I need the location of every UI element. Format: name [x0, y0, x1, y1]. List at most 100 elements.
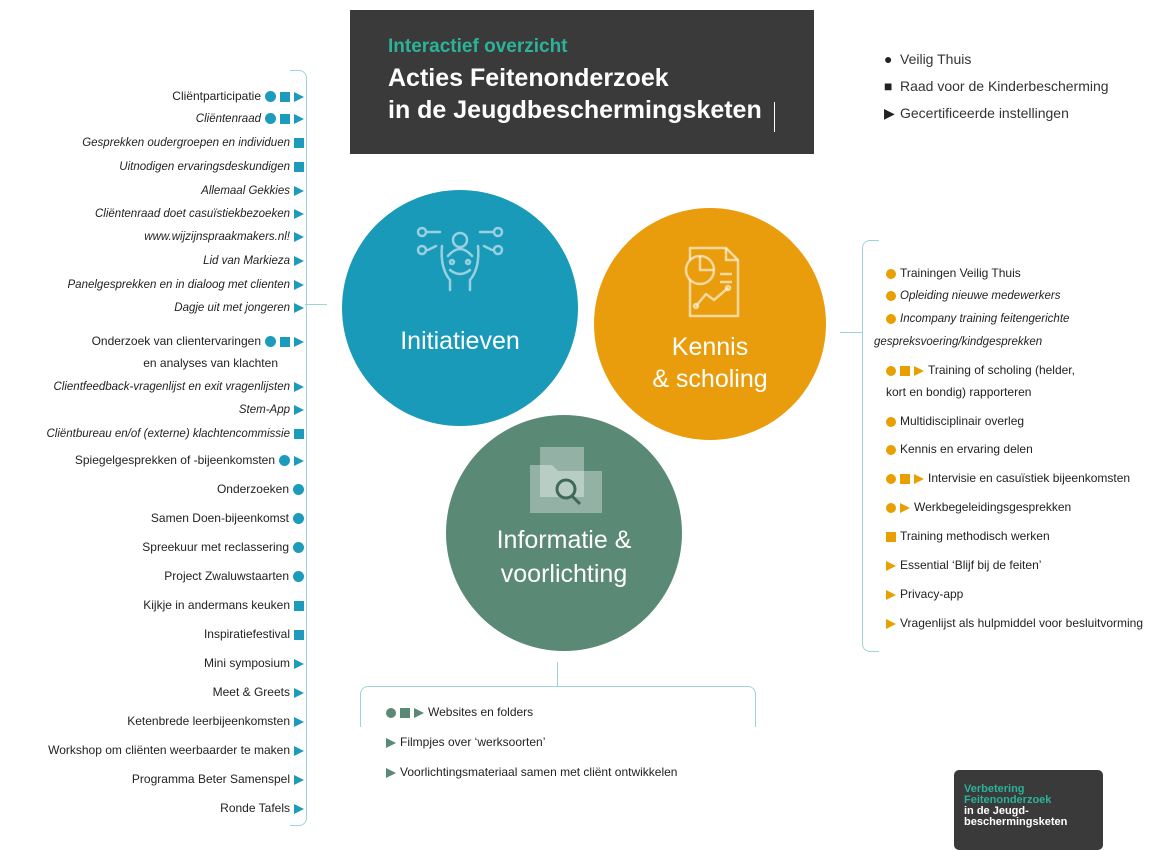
triangle-icon: [914, 365, 924, 376]
circle-icon: [886, 268, 896, 279]
kennis-item: Werkbegeleidingsgesprekken: [886, 500, 1071, 514]
circle-icon: [386, 707, 396, 718]
kennis-item: Multidisciplinair overleg: [886, 414, 1024, 428]
kennis-item: Training of scholing (helder,: [886, 363, 1075, 377]
item-label: Essential ‘Blijf bij de feiten’: [900, 558, 1042, 572]
kennis-item: gespreksvoering/kindgesprekken: [874, 336, 1042, 348]
triangle-icon: [294, 185, 304, 196]
item-label: Spreekuur met reclassering: [142, 540, 289, 554]
square-icon: [294, 137, 304, 148]
triangle-icon: [886, 589, 896, 600]
square-icon: [900, 473, 910, 484]
triangle-icon: [414, 707, 424, 718]
initiatieven-circle[interactable]: Initiatieven: [342, 190, 578, 426]
square-icon: [280, 113, 290, 124]
triangle-icon: [914, 473, 924, 484]
kennis-item: Essential ‘Blijf bij de feiten’: [886, 558, 1041, 572]
triangle-icon: [294, 455, 304, 466]
item-label: Onderzoeken: [216, 482, 289, 496]
item-label: Dagje uit met jongeren: [174, 302, 290, 314]
item-label: Gesprekken oudergroepen en individuen: [82, 137, 290, 149]
item-label: Ronde Tafels: [220, 801, 290, 815]
title-line-2: in de Jeugdbeschermingsketen: [388, 96, 762, 124]
square-icon: [400, 707, 410, 718]
triangle-icon: [886, 560, 896, 571]
item-label: Workshop om cliënten weerbaarder te make…: [48, 743, 290, 757]
initiatieven-item: Clientfeedback-vragenlijst en exit vrage…: [53, 381, 304, 393]
circle-icon: [886, 473, 896, 484]
triangle-icon: [294, 381, 304, 392]
initiatieven-item: Dagje uit met jongeren: [174, 302, 304, 314]
initiatieven-item: Mini symposium: [204, 656, 304, 670]
square-icon: [886, 531, 896, 542]
item-label: Training of scholing (helder,: [928, 363, 1075, 377]
initiatieven-item: Cliëntenraad doet casuïstiekbezoeken: [95, 208, 304, 220]
triangle-icon: [294, 774, 304, 785]
item-label: Spiegelgesprekken of -bijeenkomsten: [74, 453, 275, 467]
initiatieven-item: www.wijzijnspraakmakers.nl!: [144, 231, 304, 243]
circle-icon: [265, 113, 276, 125]
kennis-item: Vragenlijst als hulpmiddel voor besluitv…: [886, 616, 1143, 630]
legend-circle-icon: ●: [884, 51, 893, 67]
legend-item: ▶Gecertificeerde instellingen: [884, 105, 1069, 122]
item-label: Clientfeedback-vragenlijst en exit vrage…: [53, 381, 290, 393]
circle-icon: [886, 416, 896, 427]
initiatieven-item: Panelgesprekken en in dialoog met client…: [68, 279, 304, 291]
item-label: Inspiratiefestival: [203, 627, 290, 641]
item-label: Onderzoek van clientervaringen: [91, 334, 261, 348]
informatie-item: Voorlichtingsmateriaal samen met cliënt …: [386, 765, 677, 779]
initiatieven-item: Cliëntparticipatie: [172, 89, 304, 103]
legend-item: ■Raad voor de Kinderbescherming: [884, 78, 1109, 94]
legend-item: ● Veilig Thuis: [884, 51, 971, 67]
title-line-1: Acties Feitenonderzoek: [388, 64, 669, 92]
initiatieven-item: Inspiratiefestival: [204, 627, 304, 641]
item-label: Training methodisch werken: [900, 529, 1050, 543]
item-label: Trainingen Veilig Thuis: [900, 266, 1021, 280]
item-label: Voorlichtingsmateriaal samen met cliënt …: [400, 765, 678, 779]
initiatieven-item: Uitnodigen ervaringsdeskundigen: [119, 161, 304, 173]
initiatieven-item: Spreekuur met reclassering: [142, 540, 304, 554]
informatie-voorlichting-circle[interactable]: Informatie & voorlichting: [446, 415, 682, 651]
initiatieven-item: Cliëntenraad: [196, 113, 304, 125]
kennis-bracket: [862, 240, 879, 652]
item-label: Kennis en ervaring delen: [900, 442, 1033, 456]
triangle-icon: [294, 687, 304, 698]
triangle-icon: [294, 745, 304, 756]
initiatieven-item: Programma Beter Samenspel: [132, 772, 304, 786]
square-icon: [294, 161, 304, 172]
logo: Verbetering Feitenonderzoek in de Jeugd-…: [954, 770, 1103, 850]
kennis-item: Privacy-app: [886, 587, 963, 601]
legend-label: Veilig Thuis: [900, 51, 972, 67]
item-label: Allemaal Gekkies: [201, 185, 290, 197]
circle-icon: [265, 336, 276, 348]
item-label: en analyses van klachten: [143, 356, 278, 370]
kennis-item: Kennis en ervaring delen: [886, 442, 1033, 456]
triangle-icon: [386, 737, 396, 748]
triangle-icon: [900, 502, 910, 513]
item-label: Filmpjes over ‘werksoorten’: [400, 735, 546, 749]
item-label: Intervisie en casuïstiek bijeenkomsten: [928, 471, 1131, 485]
kennis-item: Intervisie en casuïstiek bijeenkomsten: [886, 471, 1130, 485]
initiatieven-item: Allemaal Gekkies: [201, 185, 304, 197]
circle-icon: [293, 513, 304, 525]
title-box: Interactief overzicht Acties Feitenonder…: [350, 10, 814, 154]
item-label: Cliëntparticipatie: [172, 89, 261, 103]
triangle-icon: [294, 302, 304, 313]
logo-line-4: beschermingsketen: [964, 816, 1068, 828]
folder-search-icon: [530, 447, 602, 513]
kennis-item: Opleiding nieuwe medewerkers: [886, 290, 1060, 302]
initiatieven-item: Lid van Markieza: [203, 255, 304, 267]
triangle-icon: [294, 113, 304, 124]
circle-icon: [279, 455, 290, 467]
triangle-icon: [294, 255, 304, 266]
initiatieven-item: Onderzoek van clientervaringen: [92, 334, 304, 348]
item-label: Project Zwaluwstaarten: [164, 569, 289, 583]
kennis-scholing-circle[interactable]: Kennis & scholing: [594, 208, 826, 440]
logo-line-1: Verbetering: [964, 783, 1025, 795]
logo-line-2: Feitenonderzoek: [964, 794, 1052, 806]
square-icon: [294, 428, 304, 439]
initiatieven-item: Project Zwaluwstaarten: [164, 569, 304, 583]
triangle-icon: [386, 767, 396, 778]
text-cursor: [774, 102, 775, 132]
triangle-icon: [294, 279, 304, 290]
